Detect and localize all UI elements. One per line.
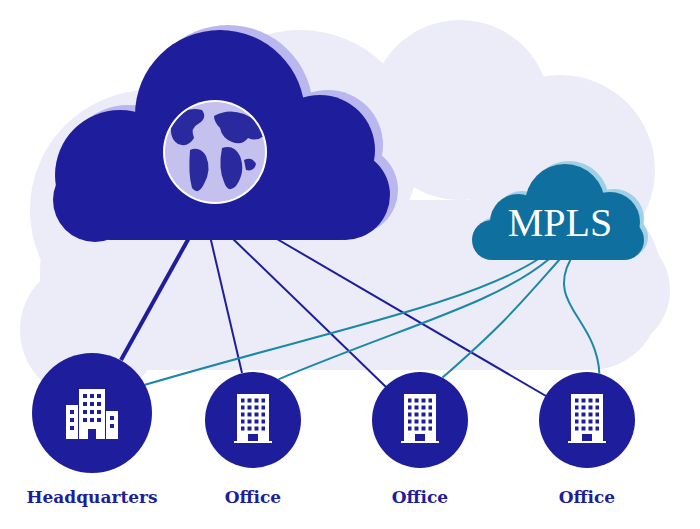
headquarters-icon [66,389,118,439]
site-label: Office [372,487,468,507]
office-icon [234,394,272,443]
site-node: Office [372,372,468,507]
mpls-link [278,259,549,379]
site-label: Office [539,487,635,507]
site-circle [539,372,635,468]
globe-icon [163,100,267,204]
site-circle [205,372,301,468]
site-label: Office [205,487,301,507]
site-circle [32,353,152,473]
site-node: Office [205,372,301,507]
mpls-link [145,259,538,385]
mpls-link [564,259,600,374]
mpls-link [443,259,561,378]
site-label: Headquarters [22,487,161,507]
mpls-cloud: MPLS [470,160,650,262]
site-node: Headquarters [22,353,161,507]
site-node: Office [539,372,635,507]
site-circle [372,372,468,468]
office-icon [568,394,606,443]
cloud-label: MPLS [470,203,650,243]
background-cloud [20,20,670,400]
internet-cloud [53,30,390,242]
office-icon [401,394,439,443]
